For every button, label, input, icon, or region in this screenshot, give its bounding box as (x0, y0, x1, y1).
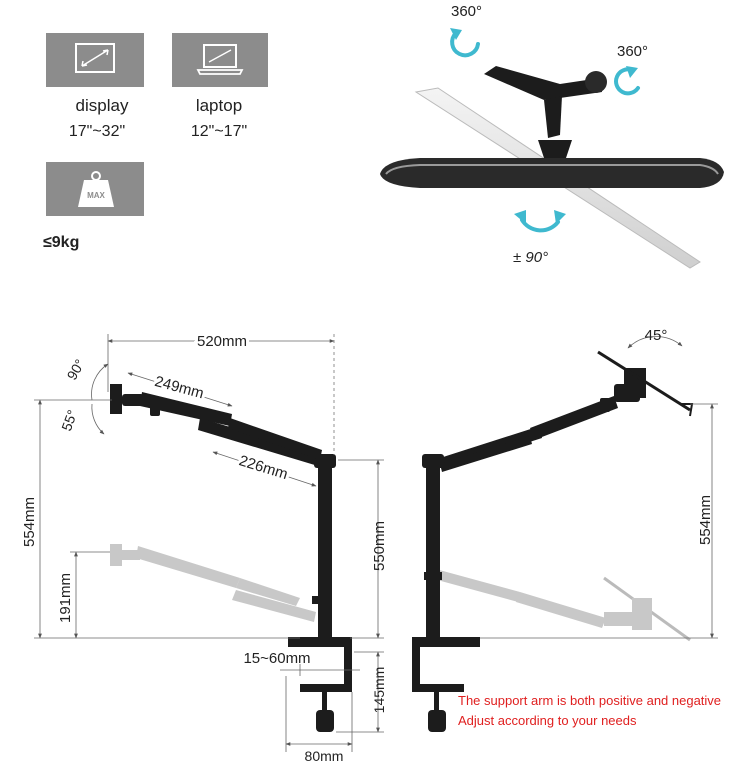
display-range: 17"~32" (69, 123, 125, 140)
right-laptop-tray (597, 350, 694, 417)
tilt-arrow (514, 210, 566, 233)
monitor-rotation-view: 360° 360° ± 90° (380, 3, 724, 269)
main-screen (380, 158, 724, 188)
display-spec: display 17"~32" (46, 33, 144, 140)
laptop-icon (196, 44, 244, 75)
rotation-tilt-label: ± 90° (513, 249, 548, 266)
right-tray-angle-label: 45° (645, 327, 668, 344)
rotate-top-arrow (450, 28, 480, 58)
left-angle-up-label: 90° (63, 356, 87, 382)
top-arm-post (544, 96, 562, 138)
left-total-height-label: 554mm (21, 497, 38, 547)
rotate-side-arrow (614, 66, 640, 96)
top-arm-upper (484, 66, 602, 100)
left-clamp-depth-label: 145mm (371, 667, 387, 714)
weight-spec: MAX ≤9kg (43, 162, 144, 251)
left-lower-arm-label: 226mm (237, 452, 290, 483)
left-min-height-label: 191mm (57, 573, 74, 623)
left-arm-diagram: 520mm 249mm 226mm 90° 55° 554mm 191mm 55… (21, 330, 388, 764)
right-clamp (412, 637, 480, 732)
left-pole (318, 460, 332, 638)
right-ghost-arm (430, 568, 691, 642)
left-angle-down-label: 55° (58, 408, 80, 433)
left-ghost-arm (110, 544, 316, 622)
left-clamp-range-label: 15~60mm (243, 650, 310, 667)
left-pole-height-label: 550mm (371, 521, 388, 571)
weight-label: ≤9kg (43, 234, 79, 251)
top-arm-head (538, 140, 572, 158)
monitor-icon (75, 43, 115, 73)
right-upper-arm (530, 396, 618, 440)
rotation-side-label: 360° (617, 43, 648, 60)
weight-badge: MAX (87, 191, 105, 200)
top-arm-joint (585, 71, 607, 93)
right-pole (426, 462, 440, 638)
weight-max-icon (78, 171, 114, 207)
left-clamp (288, 637, 352, 732)
laptop-range: 12"~17" (191, 123, 247, 140)
laptop-label: laptop (196, 96, 242, 115)
right-arm-diagram: 45° 554mm (412, 327, 718, 732)
display-icon-box (46, 33, 144, 87)
left-width-label: 520mm (197, 333, 247, 350)
left-vesa-plate (110, 384, 122, 414)
laptop-icon-box (172, 33, 268, 87)
laptop-spec: laptop 12"~17" (172, 33, 268, 140)
display-label: display (76, 96, 129, 115)
right-total-height-label: 554mm (697, 495, 714, 545)
note-line-2: Adjust according to your needs (458, 713, 637, 728)
left-clamp-width-label: 80mm (305, 748, 344, 764)
rotation-top-label: 360° (451, 3, 482, 20)
note-line-1: The support arm is both positive and neg… (458, 693, 721, 708)
